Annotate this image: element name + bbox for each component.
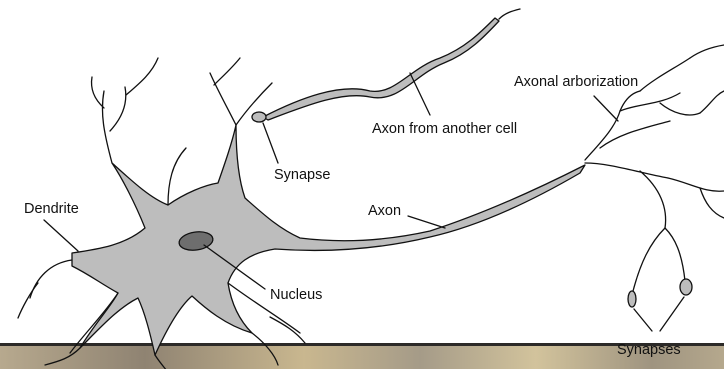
synapse-terminal-left [628, 291, 636, 307]
leader-axon-from-another-cell [410, 73, 430, 115]
label-synapses: Synapses [617, 342, 681, 358]
label-axon: Axon [368, 203, 401, 219]
label-nucleus: Nucleus [270, 287, 322, 303]
cell-body [72, 125, 585, 355]
leader-synapse [263, 123, 278, 163]
label-dendrite: Dendrite [24, 201, 79, 217]
incoming-axon-tail [499, 9, 520, 19]
leader-axon [408, 216, 445, 228]
label-axon-from-another-cell: Axon from another cell [372, 121, 517, 137]
synapse-bulb [252, 112, 266, 122]
label-axonal-arborization: Axonal arborization [514, 74, 638, 90]
label-synapse: Synapse [274, 167, 330, 183]
leader-synapses-left [634, 309, 652, 331]
leader-dendrite [44, 220, 78, 251]
synapse-terminal-right [680, 279, 692, 295]
leader-synapses-right [660, 297, 684, 331]
leader-axonal-arborization [594, 96, 618, 121]
incoming-axon [263, 18, 499, 120]
